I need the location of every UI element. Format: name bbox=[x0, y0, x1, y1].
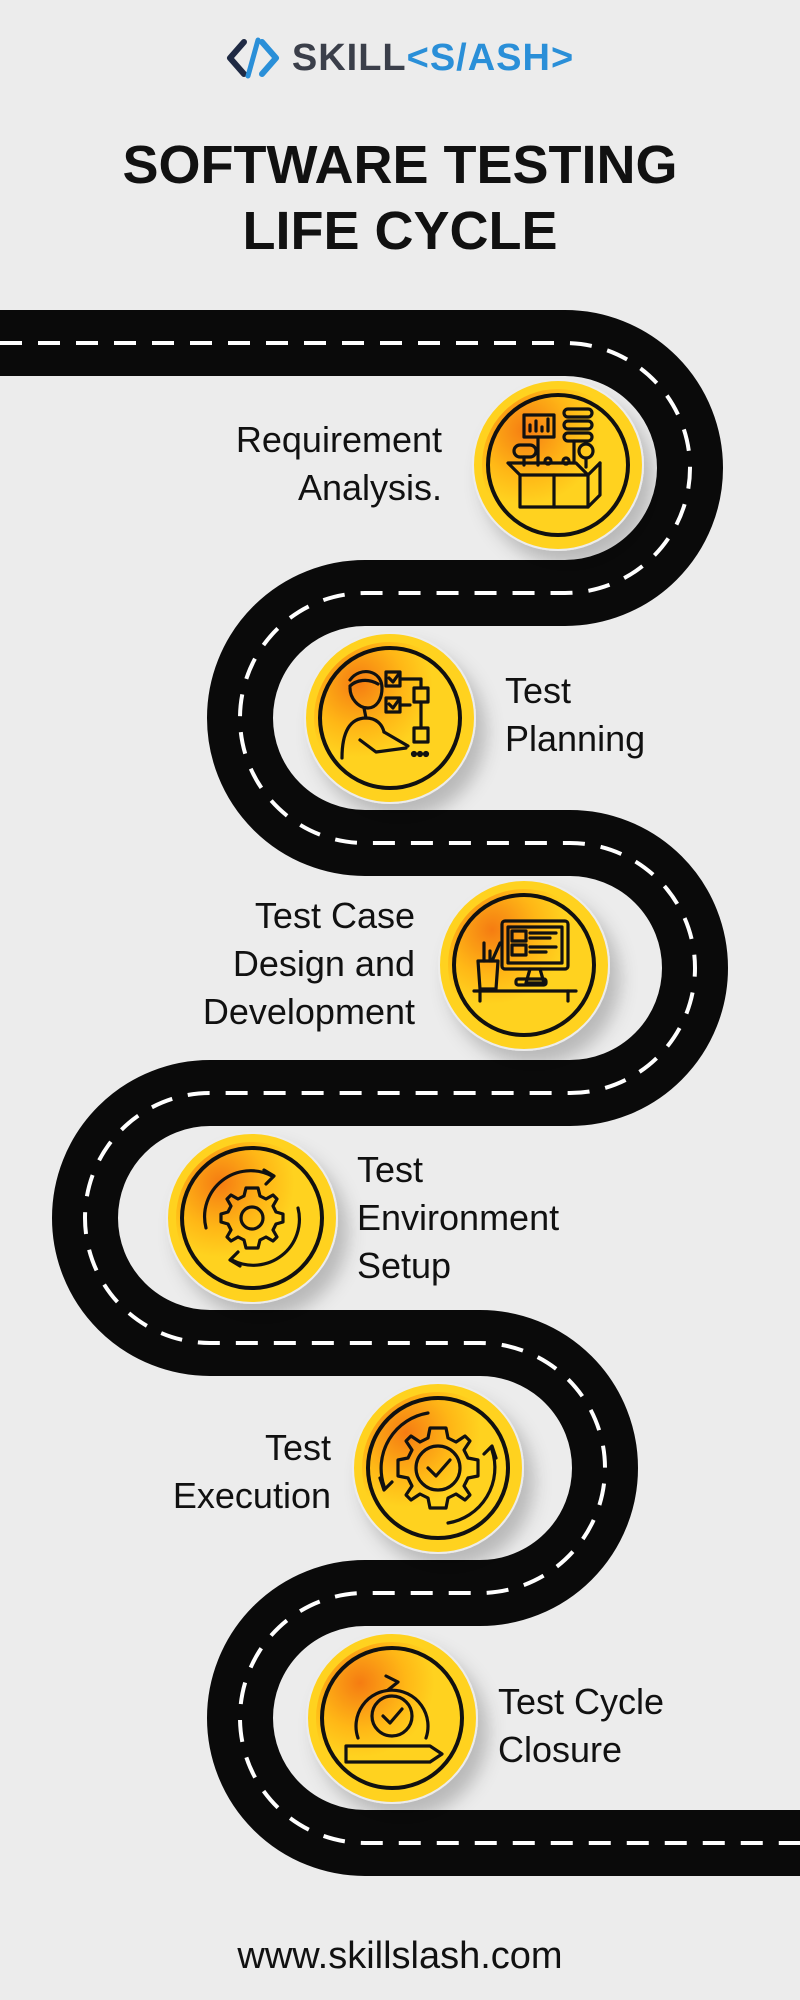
step-2-label: Test Planning bbox=[505, 667, 765, 763]
page-title: SOFTWARE TESTING LIFE CYCLE bbox=[0, 132, 800, 264]
step-6-line1: Test Cycle bbox=[498, 1681, 665, 1722]
step-5-line2: Execution bbox=[172, 1475, 331, 1516]
step-1-line1: Requirement bbox=[235, 419, 442, 460]
planning-person-icon bbox=[304, 632, 476, 804]
step-2-line1: Test bbox=[505, 670, 572, 711]
road-center-line bbox=[0, 341, 800, 1845]
step-6-label: Test Cycle Closure bbox=[498, 1678, 778, 1774]
step-6-line2: Closure bbox=[498, 1729, 623, 1770]
step-4-line1: Test bbox=[357, 1149, 424, 1190]
step-3-label: Test Case Design and Development bbox=[120, 892, 415, 1036]
brand-name-skill: SKILL bbox=[291, 36, 407, 79]
step-4-line2: Environment bbox=[357, 1197, 560, 1238]
winding-road bbox=[0, 310, 800, 1876]
step-5-label: Test Execution bbox=[100, 1424, 331, 1520]
step-1-label: Requirement Analysis. bbox=[150, 416, 442, 512]
step-1-line2: Analysis. bbox=[297, 467, 442, 508]
step-3-line1: Test Case bbox=[254, 895, 415, 936]
gear-check-icon bbox=[352, 1382, 524, 1554]
gear-cycle-icon bbox=[166, 1132, 338, 1304]
step-5-line1: Test bbox=[264, 1427, 331, 1468]
step-2-line2: Planning bbox=[505, 718, 646, 759]
website-url[interactable]: www.skillslash.com bbox=[237, 1935, 563, 1977]
step-3-line3: Development bbox=[202, 991, 415, 1032]
page-title-line1: SOFTWARE TESTING bbox=[122, 135, 678, 195]
cycle-check-icon bbox=[306, 1632, 478, 1804]
code-brackets-icon bbox=[226, 37, 279, 79]
step-3-line2: Design and bbox=[232, 943, 415, 984]
step-4-line3: Setup bbox=[357, 1245, 452, 1286]
analysis-box-icon bbox=[472, 379, 644, 551]
brand-name: SKILL<S/ASH> bbox=[292, 37, 574, 80]
step-4-label: Test Environment Setup bbox=[357, 1146, 657, 1290]
page-title-line2: LIFE CYCLE bbox=[242, 201, 558, 261]
brand-name-slash: <S/ASH> bbox=[406, 36, 575, 79]
computer-design-icon bbox=[438, 879, 610, 1051]
brand-logo: SKILL<S/ASH> bbox=[0, 30, 800, 86]
